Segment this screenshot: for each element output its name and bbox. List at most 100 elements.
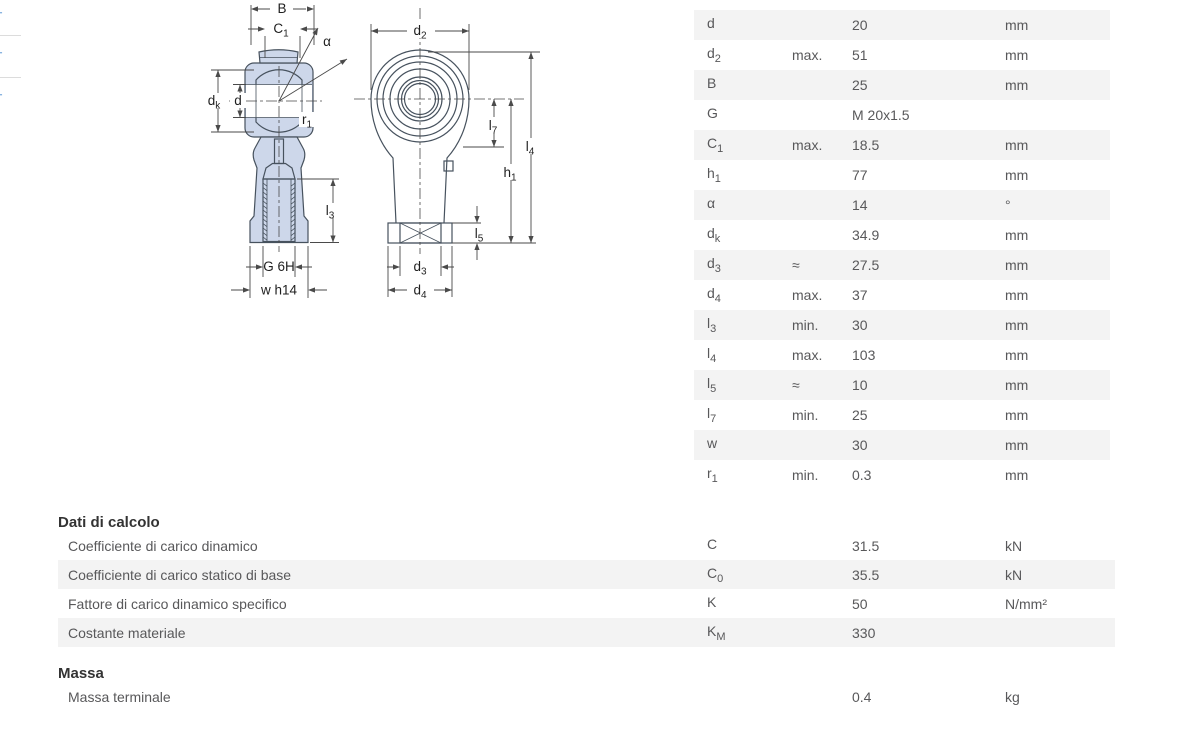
dim-label-l5: l5 [475, 226, 484, 245]
calc-label: Coefficiente di carico statico di base [68, 566, 292, 583]
dimension-symbol: r1 [707, 465, 718, 485]
dimension-value: 10 [852, 377, 868, 393]
calc-unit: N/mm² [1005, 595, 1047, 612]
dim-label-d3: d3 [413, 259, 427, 278]
dim-label-C1: C1 [273, 21, 289, 40]
dimension-value: M 20x1.5 [852, 107, 910, 123]
divider [0, 35, 21, 36]
flat-cross-marks [399, 222, 442, 244]
dimension-qualifier: max. [792, 47, 823, 63]
dimension-value: 34.9 [852, 227, 880, 243]
dimension-symbol: d [707, 15, 715, 32]
rod-end-front-view: d2 l7 h1 l4 l5 d3 d4 [354, 8, 540, 301]
dimension-qualifier: ≈ [792, 377, 800, 393]
dimension-unit: mm [1005, 377, 1029, 393]
dimension-symbol: dk [707, 225, 721, 245]
dim-label-r1: r1 [302, 112, 313, 131]
calculation-data-section: Dati di calcolo Coefficiente di carico d… [58, 514, 1115, 647]
calc-row: Costante materiale KM 330 [58, 618, 1115, 647]
dimension-value: 0.3 [852, 467, 872, 483]
dimension-symbol: l3 [707, 315, 717, 335]
dim-label-l3: l3 [326, 203, 335, 222]
calc-row: Coefficiente di carico dinamico C 31.5 kN [58, 531, 1115, 560]
dimension-symbol: C1 [707, 135, 724, 155]
dim-label-alpha: α [323, 34, 331, 49]
mass-unit: kg [1005, 688, 1020, 705]
calc-label: Costante materiale [68, 624, 186, 641]
thread-hatching [290, 182, 296, 241]
dimension-value: 14 [852, 197, 868, 213]
dimension-symbol: d2 [707, 45, 721, 65]
dimension-unit: mm [1005, 17, 1029, 33]
calc-value: 31.5 [852, 537, 880, 554]
dimension-value: 103 [852, 347, 876, 363]
calc-label: Fattore di carico dinamico specifico [68, 595, 287, 612]
section-title: Dati di calcolo [58, 514, 160, 531]
dim-label-B: B [277, 1, 286, 16]
expander-plus-icon[interactable]: + [0, 45, 7, 60]
dim-label-l4: l4 [526, 139, 535, 158]
calc-unit: kN [1005, 537, 1023, 554]
dimension-qualifier: min. [792, 467, 819, 483]
dimension-row: l4 max. 103 mm [694, 340, 1110, 370]
mass-value: 0.4 [852, 688, 872, 705]
dimension-unit: mm [1005, 257, 1029, 273]
dimension-qualifier: max. [792, 287, 823, 303]
expander-plus-icon[interactable]: + [0, 5, 7, 20]
dim-label-wh14: w h14 [260, 283, 298, 298]
dimension-symbol: w [707, 435, 718, 452]
dimension-symbol: d3 [707, 255, 721, 275]
dimension-row: B 25 mm [694, 70, 1110, 100]
dimension-unit: mm [1005, 137, 1029, 153]
dimension-unit: ° [1005, 197, 1011, 213]
calc-label: Coefficiente di carico dinamico [68, 537, 258, 554]
thread-hatching [262, 182, 268, 241]
calc-row: Fattore di carico dinamico specifico K 50 N… [58, 589, 1115, 618]
calc-symbol: KM [707, 622, 726, 643]
dimension-symbol: d4 [707, 285, 721, 305]
dim-label-dk: dk [208, 93, 222, 112]
dimension-symbol: B [707, 75, 717, 92]
dimension-unit: mm [1005, 467, 1029, 483]
dimension-value: 25 [852, 77, 868, 93]
calc-symbol: K [707, 593, 717, 610]
rod-end-side-view: B C1 α dk d r1 l3 G 6H w h14 [203, 1, 348, 298]
dimension-row: r1 min. 0.3 mm [694, 460, 1110, 490]
dimension-row: d4 max. 37 mm [694, 280, 1110, 310]
dim-label-d4: d4 [413, 283, 427, 302]
dimension-value: 27.5 [852, 257, 880, 273]
dimension-value: 25 [852, 407, 868, 423]
dimension-value: 37 [852, 287, 868, 303]
arrowheads [371, 28, 534, 293]
grease-nipple [443, 160, 454, 172]
dimension-symbol: l7 [707, 405, 717, 425]
dimension-unit: mm [1005, 437, 1029, 453]
dimension-qualifier: max. [792, 347, 823, 363]
dimension-value: 51 [852, 47, 868, 63]
dimension-value: 30 [852, 317, 868, 333]
calc-value: 50 [852, 595, 868, 612]
dimension-unit: mm [1005, 167, 1029, 183]
dimension-symbol: G [707, 105, 718, 122]
dimension-qualifier: max. [792, 137, 823, 153]
centerlines [354, 8, 524, 254]
expander-plus-icon[interactable]: + [0, 87, 7, 102]
dimension-qualifier: ≈ [792, 257, 800, 273]
dimension-symbol: l4 [707, 345, 717, 365]
dimension-unit: mm [1005, 287, 1029, 303]
calc-value: 330 [852, 624, 876, 641]
calc-symbol: C [707, 535, 718, 552]
dimension-unit: mm [1005, 77, 1029, 93]
dimension-value: 30 [852, 437, 868, 453]
front-view-dimensions [370, 24, 540, 297]
dimension-unit: mm [1005, 347, 1029, 363]
